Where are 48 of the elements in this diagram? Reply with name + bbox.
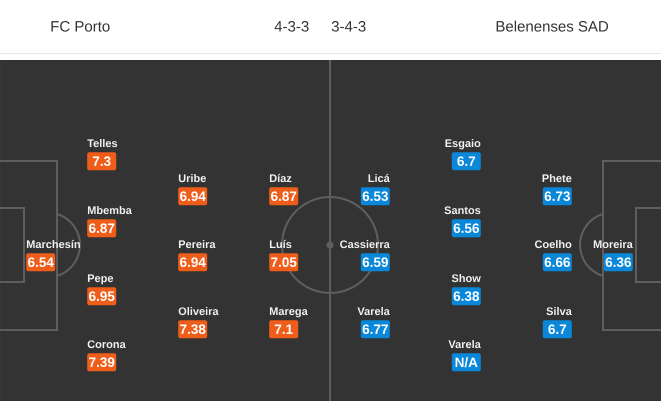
rating-badge: 7.3	[87, 152, 116, 170]
rating-badge: 6.94	[178, 187, 208, 206]
player-name: Marchesín	[26, 240, 80, 248]
player-name: Cassierra	[340, 240, 390, 248]
rating-badge: 6.87	[87, 219, 116, 238]
rating-badge: 6.38	[452, 287, 481, 306]
player-name: Oliveira	[178, 307, 219, 316]
rating-badge: 6.36	[604, 253, 633, 272]
rating-badge: 6.95	[87, 287, 116, 306]
player-name: Luís	[270, 240, 292, 248]
player-name: Marega	[270, 307, 308, 318]
player-name: Corona	[88, 340, 126, 348]
player-name: Uribe	[178, 174, 206, 182]
player-name: Esgaio	[445, 139, 480, 150]
player-name: Licá	[368, 174, 390, 182]
player-name: Phete	[542, 174, 572, 182]
player-name: Pereira	[178, 240, 216, 248]
player-name: Varela	[357, 307, 390, 316]
rating-badge: 6.53	[360, 187, 390, 206]
player-name: Telles	[87, 139, 118, 148]
player-name: Santos	[444, 206, 480, 214]
rating-badge: 6.77	[360, 320, 390, 338]
rating-badge: 6.94	[178, 253, 208, 272]
formation-label: 3-4-3	[332, 21, 366, 32]
rating-badge: 7.05	[269, 253, 298, 272]
player-name: Moreira	[594, 240, 633, 248]
formation-label: 4-3-3	[274, 21, 309, 32]
rating-badge: N/A	[452, 353, 481, 372]
player-name: Coelho	[534, 240, 572, 248]
rating-badge: 7.38	[178, 320, 208, 338]
rating-badge: 6.7	[452, 152, 481, 170]
player-name: Varela	[448, 340, 481, 348]
team-name: Belenenses SAD	[496, 20, 608, 32]
player-name: Silva	[546, 307, 572, 316]
rating-badge: 6.59	[360, 253, 390, 272]
rating-badge: 6.66	[542, 253, 572, 272]
player-name: Mbemba	[88, 206, 132, 214]
player-name: Show	[452, 274, 481, 282]
rating-badge: 6.54	[26, 253, 56, 272]
rating-badge: 7.39	[87, 353, 116, 372]
player-name: Pepe	[88, 274, 114, 284]
player-name: Díaz	[270, 174, 292, 182]
rating-badge: 7.1	[269, 320, 298, 338]
rating-badge: 6.56	[452, 219, 481, 238]
rating-badge: 6.7	[542, 320, 572, 338]
team-name: FC Porto	[51, 21, 110, 32]
rating-badge: 6.87	[269, 187, 298, 206]
rating-badge: 6.73	[542, 187, 572, 206]
